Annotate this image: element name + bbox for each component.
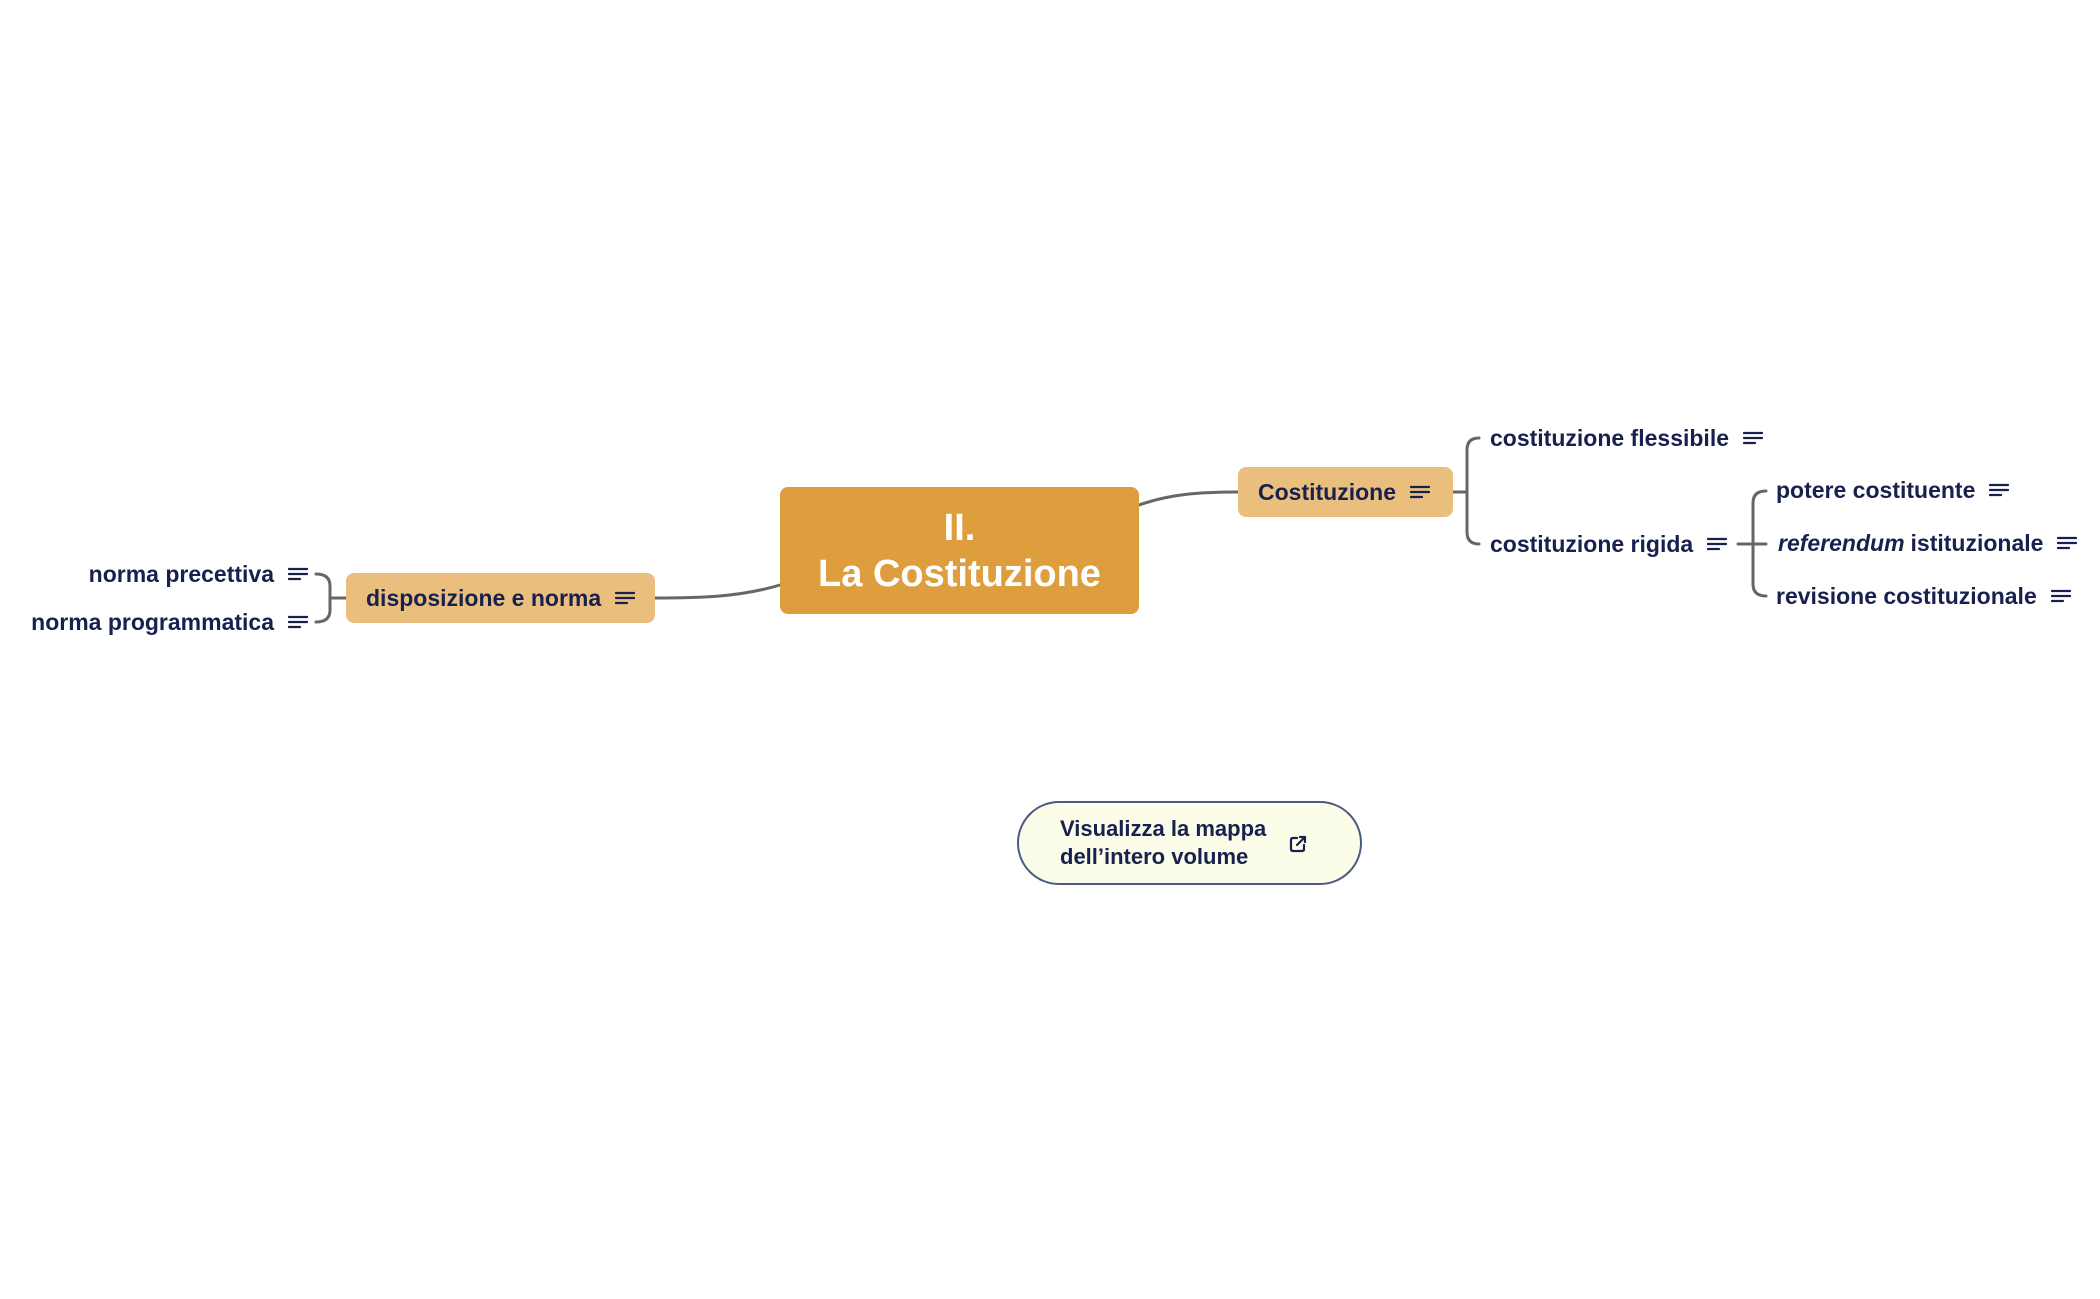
note-lines-icon[interactable] (288, 567, 308, 581)
leaf-norma-programmatica[interactable]: norma programmatica (20, 602, 308, 642)
leaf-potere-costituente-label: potere costituente (1776, 476, 1976, 503)
note-lines-icon[interactable] (288, 615, 308, 629)
note-lines-icon[interactable] (2050, 589, 2071, 603)
connector-root-disposizione (653, 583, 782, 600)
note-lines-icon[interactable] (1707, 537, 1728, 551)
branch-disposizione-e-norma[interactable]: disposizione e norma (346, 573, 655, 623)
connector-disposizione-bracket (314, 572, 332, 624)
view-full-volume-map-button[interactable]: Visualizza la mappa dell’intero volume (1017, 801, 1362, 885)
leaf-norma-precettiva-label: norma precettiva (88, 560, 274, 587)
cta-label-line1: Visualizza la mappa (1060, 816, 1267, 841)
leaf-costituzione-rigida[interactable]: costituzione rigida (1490, 524, 1728, 564)
cta-label-line2: dell’intero volume (1060, 844, 1249, 869)
connector-rigida-bracket (1751, 489, 1768, 598)
note-lines-icon[interactable] (615, 591, 636, 605)
connector-root-costituzione (1137, 490, 1240, 507)
branch-costituzione[interactable]: Costituzione (1238, 467, 1453, 517)
leaf-referendum-italic-label: referendum (1778, 529, 1905, 556)
leaf-costituzione-rigida-label: costituzione rigida (1490, 530, 1694, 557)
note-lines-icon[interactable] (1743, 431, 1763, 445)
note-lines-icon[interactable] (1410, 485, 1430, 499)
note-lines-icon[interactable] (2057, 536, 2078, 550)
cta-label: Visualizza la mappa dell’intero volume (1060, 815, 1266, 871)
branch-disposizione-label: disposizione e norma (366, 584, 602, 611)
leaf-costituzione-flessibile[interactable]: costituzione flessibile (1490, 418, 1763, 458)
external-link-icon (1288, 833, 1308, 853)
leaf-referendum-label: istituzionale (1910, 529, 2044, 556)
leaf-costituzione-flessibile-label: costituzione flessibile (1490, 424, 1729, 451)
note-lines-icon[interactable] (1989, 483, 2010, 497)
root-title-line2: La Costituzione (818, 552, 1101, 595)
leaf-norma-programmatica-label: norma programmatica (31, 608, 274, 635)
leaf-norma-precettiva[interactable]: norma precettiva (20, 554, 308, 594)
root-title-line1: II. (943, 506, 976, 549)
leaf-revisione-costituzionale-label: revisione costituzionale (1776, 582, 2037, 609)
leaf-potere-costituente[interactable]: potere costituente (1776, 470, 2010, 510)
branch-costituzione-label: Costituzione (1258, 478, 1396, 505)
root-node[interactable]: II. La Costituzione (780, 487, 1139, 614)
leaf-referendum-istituzionale[interactable]: referendum istituzionale (1778, 523, 2078, 563)
connector-costituzione-bracket (1465, 436, 1481, 546)
leaf-revisione-costituzionale[interactable]: revisione costituzionale (1776, 576, 2071, 616)
